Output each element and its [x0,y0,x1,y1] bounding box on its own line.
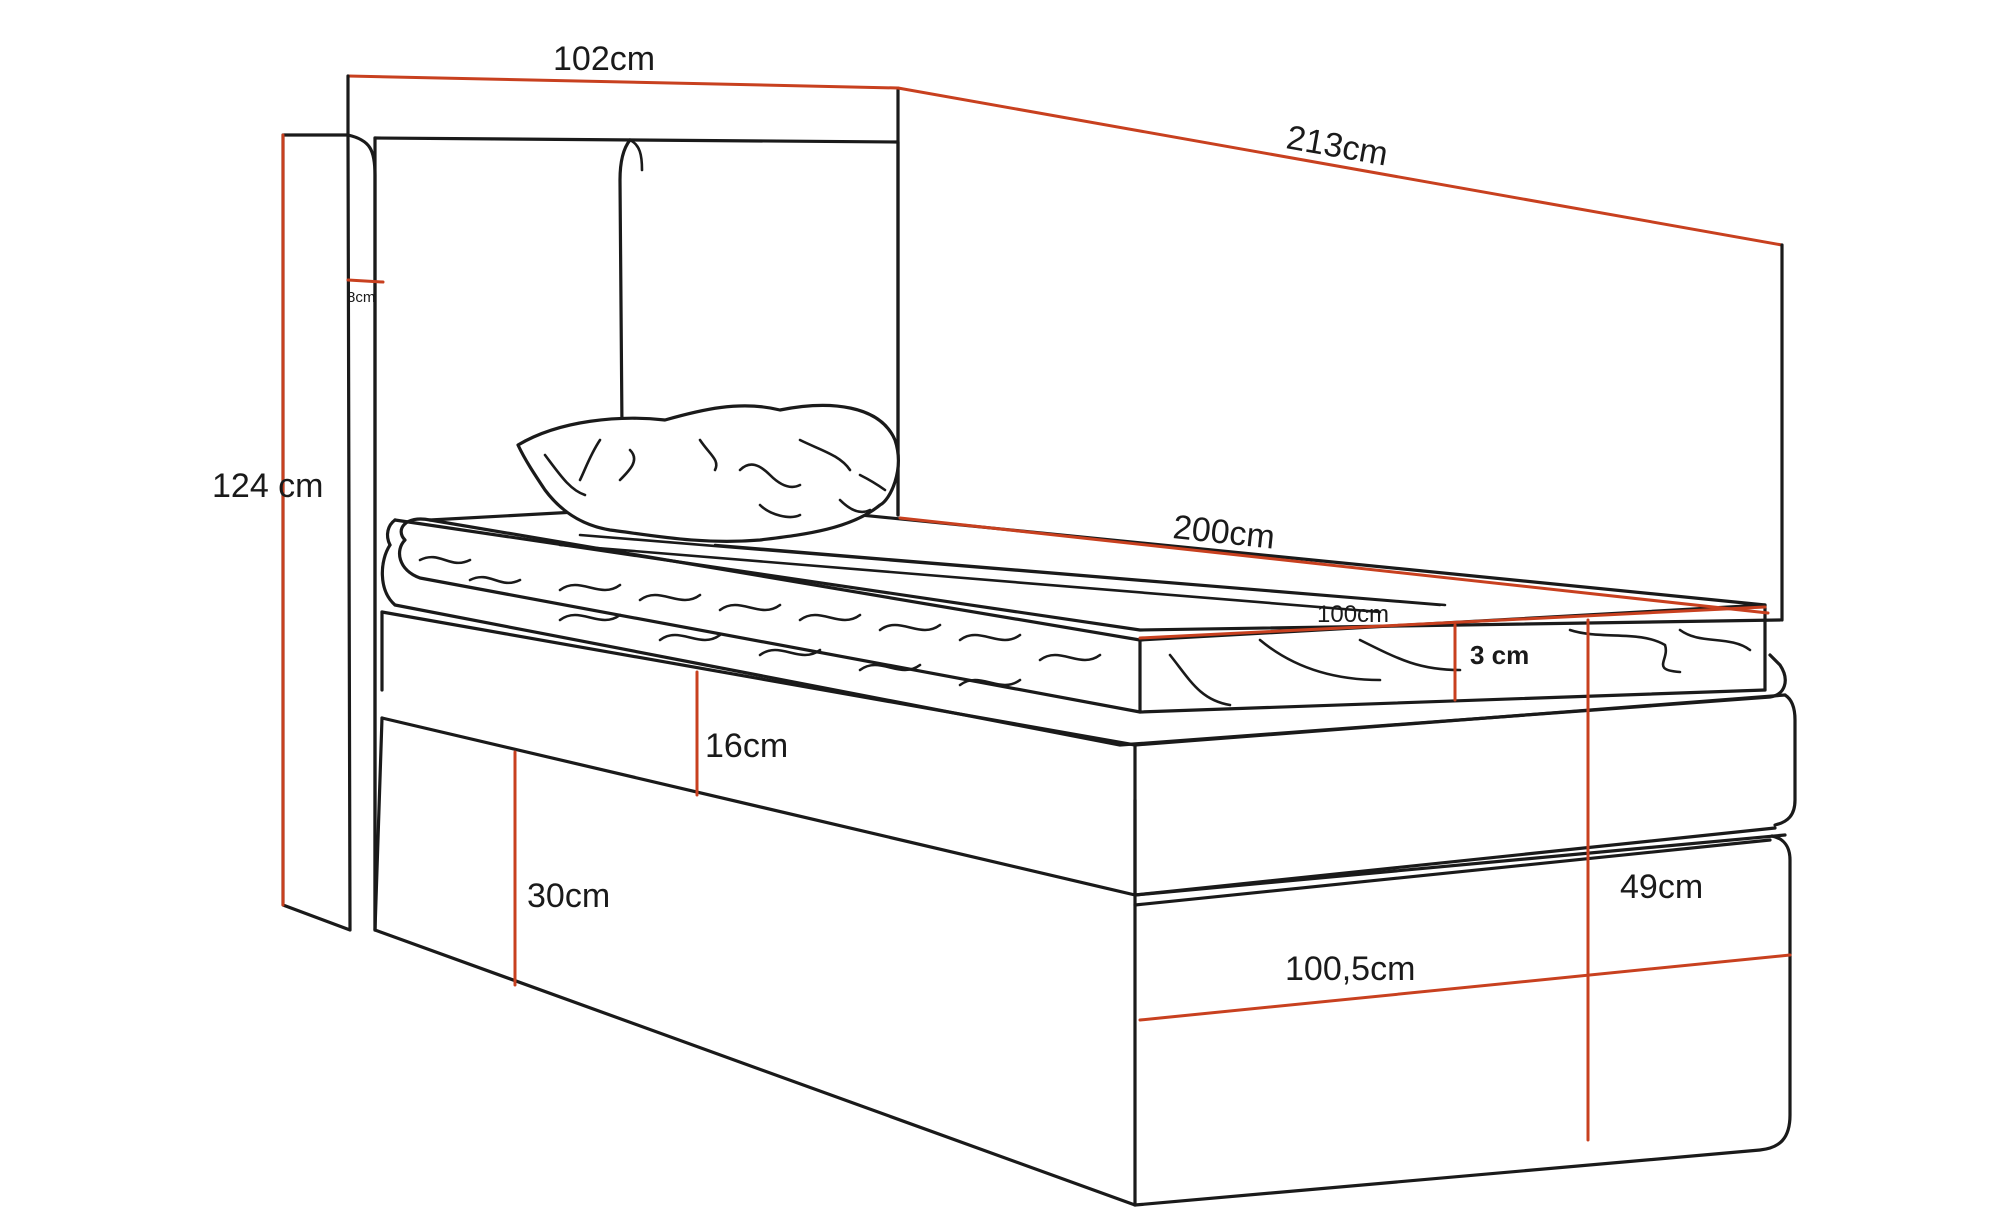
dim-line-length [896,86,1784,247]
dim-line-width [346,74,900,90]
dim-line-headboard [346,278,385,284]
mattress [380,501,1787,747]
label-base-height: 30cm [527,877,610,915]
pillow [516,403,900,543]
label-height: 124 cm [212,467,324,505]
bed-base [373,610,1797,1207]
label-side-height: 49cm [1620,868,1703,906]
label-base-width: 100,5cm [1285,950,1415,988]
dim-line-mattress-width [1138,605,1767,640]
label-mattress-width: 100cm [1317,601,1389,628]
dim-line-mattress-length [898,516,1770,615]
label-topper: 3 cm [1470,640,1529,670]
dimension-lines [281,74,1792,1142]
label-headboard-thickness: 8cm [347,289,375,306]
label-mattress-height: 16cm [705,727,788,765]
dim-line-base-width [1138,953,1792,1022]
dimension-labels: 102cm 213cm 124 cm 8cm 200cm 100cm 3 cm … [212,40,1703,988]
label-width: 102cm [553,40,655,78]
